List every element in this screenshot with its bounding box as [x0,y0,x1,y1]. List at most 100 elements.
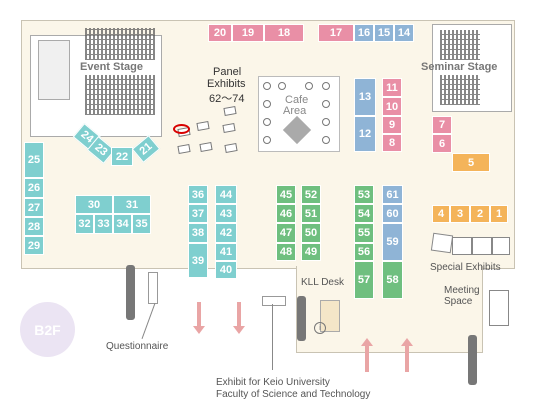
cafe-label-2: Area [283,105,307,117]
booth-47[interactable]: 47 [276,223,296,243]
booth-50[interactable]: 50 [301,223,321,243]
booth-61[interactable]: 61 [382,185,403,204]
seminar-stage-seats [440,30,480,60]
booth-30[interactable]: 30 [75,195,113,214]
cafe-table [305,82,313,90]
booth-48[interactable]: 48 [276,243,296,261]
cafe-table [263,100,271,108]
booth-3[interactable]: 3 [450,205,470,223]
booth-11[interactable]: 11 [382,78,402,97]
keio-leader [272,304,273,370]
entrance-arrow-down [237,302,241,328]
booth-32[interactable]: 32 [75,214,94,234]
booth-35[interactable]: 35 [132,214,151,234]
entrance-arrow-up [365,346,369,372]
booth-29[interactable]: 29 [24,236,44,255]
booth-1[interactable]: 1 [490,205,508,223]
booth-44[interactable]: 44 [215,185,237,204]
booth-5[interactable]: 5 [452,153,490,172]
special-exhibit-panel [430,232,454,254]
booth-34[interactable]: 34 [113,214,132,234]
booth-51[interactable]: 51 [301,204,321,223]
entrance-arrow-up-head [401,338,413,346]
booth-45[interactable]: 45 [276,185,296,204]
seminar-stage-label: Seminar Stage [421,61,498,73]
kll-desk-label: KLL Desk [301,277,344,288]
booth-9[interactable]: 9 [382,116,402,134]
booth-56[interactable]: 56 [354,243,374,261]
cafe-table [322,82,330,90]
event-stage-label: Event Stage [80,61,143,73]
pillar [126,265,135,320]
floor-level-badge: B2F [20,302,75,357]
cafe-table [322,100,330,108]
booth-26[interactable]: 26 [24,178,44,198]
booth-18[interactable]: 18 [264,24,304,42]
special-exhibit-panel [452,237,472,255]
cafe-table [278,82,286,90]
booth-58[interactable]: 58 [382,261,403,299]
booth-14[interactable]: 14 [394,24,414,42]
booth-55[interactable]: 55 [354,223,374,243]
booth-54[interactable]: 54 [354,204,374,223]
booth-12[interactable]: 12 [354,116,376,152]
booth-36[interactable]: 36 [188,185,208,204]
booth-37[interactable]: 37 [188,204,208,223]
booth-2[interactable]: 2 [470,205,490,223]
booth-52[interactable]: 52 [301,185,321,204]
panel-exhibits-label-2: Exhibits [207,78,246,90]
booth-31[interactable]: 31 [113,195,151,214]
special-exhibit-panel [472,237,492,255]
booth-13[interactable]: 13 [354,78,376,116]
seminar-stage-seats-lower [440,75,480,105]
booth-41[interactable]: 41 [215,243,237,261]
booth-6[interactable]: 6 [432,134,452,153]
current-location-marker [173,124,190,134]
booth-43[interactable]: 43 [215,204,237,223]
booth-17[interactable]: 17 [318,24,354,42]
booth-7[interactable]: 7 [432,116,452,134]
booth-60[interactable]: 60 [382,204,403,223]
booth-39[interactable]: 39 [188,243,208,278]
info-icon: i [314,322,326,334]
keio-exhibit-label-1: Exhibit for Keio University [216,377,330,388]
booth-38[interactable]: 38 [188,223,208,243]
booth-27[interactable]: 27 [24,198,44,217]
special-exhibit-panel [492,237,510,255]
booth-10[interactable]: 10 [382,97,402,116]
cafe-label-1: Cafe [285,94,309,106]
entrance-arrow-down-head [233,326,245,334]
booth-40[interactable]: 40 [215,261,237,279]
booth-4[interactable]: 4 [432,205,450,223]
cafe-table [263,136,271,144]
booth-28[interactable]: 28 [24,217,44,236]
booth-42[interactable]: 42 [215,223,237,243]
booth-49[interactable]: 49 [301,243,321,261]
booth-8[interactable]: 8 [382,134,402,152]
cafe-table [322,136,330,144]
booth-25[interactable]: 25 [24,142,44,178]
booth-15[interactable]: 15 [374,24,394,42]
keio-exhibit-stand [262,296,286,306]
entrance-arrow-down-head [193,326,205,334]
booth-46[interactable]: 46 [276,204,296,223]
meeting-space-label-1: Meeting [444,285,480,296]
event-stage-seats [85,28,155,60]
booth-33[interactable]: 33 [94,214,113,234]
booth-59[interactable]: 59 [382,223,403,261]
booth-53[interactable]: 53 [354,185,374,204]
booth-22[interactable]: 22 [111,147,133,166]
booth-20[interactable]: 20 [208,24,232,42]
event-stage-platform [38,40,70,100]
entrance-arrow-up-head [361,338,373,346]
event-stage-seats-lower [85,75,155,115]
questionnaire-leader [141,302,156,340]
keio-exhibit-label-2: Faculty of Science and Technology [216,389,371,400]
booth-57[interactable]: 57 [354,261,374,299]
booth-19[interactable]: 19 [232,24,264,42]
booth-16[interactable]: 16 [354,24,374,42]
pillar [468,335,477,385]
questionnaire-stand [148,272,158,304]
cafe-table [263,118,271,126]
meeting-space-label-2: Space [444,296,473,307]
